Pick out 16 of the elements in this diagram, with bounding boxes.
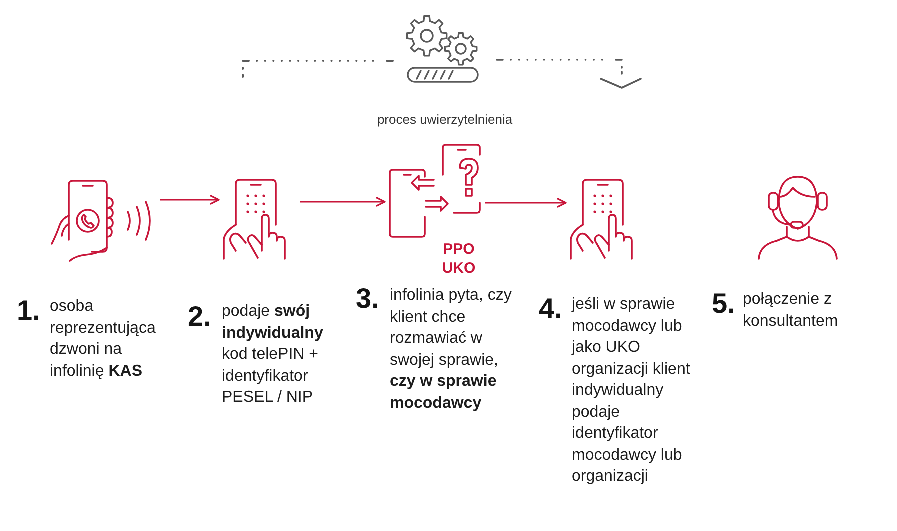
arrow	[160, 195, 220, 205]
icon-caption: PPO UKO	[441, 240, 477, 278]
arrow	[485, 198, 567, 208]
step-number: 5.	[712, 290, 736, 318]
step-description: podaje swój indywidualny kod telePIN + identyfikator PESEL / NIP	[222, 302, 324, 408]
step-number: 4.	[539, 295, 564, 323]
step-number: 1.	[17, 297, 42, 325]
process-label: proces uwierzytelnienia	[376, 112, 514, 128]
headset-person-icon	[757, 175, 838, 260]
step-description: infolinia pyta, czy klient chce rozmawiać w swojej sprawie, czy w sprawie mocodawcy	[390, 286, 513, 414]
step-description: połączenie z konsultantem	[743, 290, 840, 332]
step-number: 3.	[356, 285, 380, 313]
step-description: jeśli w sprawie mocodawcy lub jako UKO organizacji klient indywidualny podaje identyfikator mocodawcy lub organizacji	[572, 295, 692, 487]
step-description: osoba reprezentująca dzwoni na infolinię KAS	[50, 297, 157, 382]
step-number: 2.	[188, 303, 212, 331]
arrow	[300, 197, 386, 207]
